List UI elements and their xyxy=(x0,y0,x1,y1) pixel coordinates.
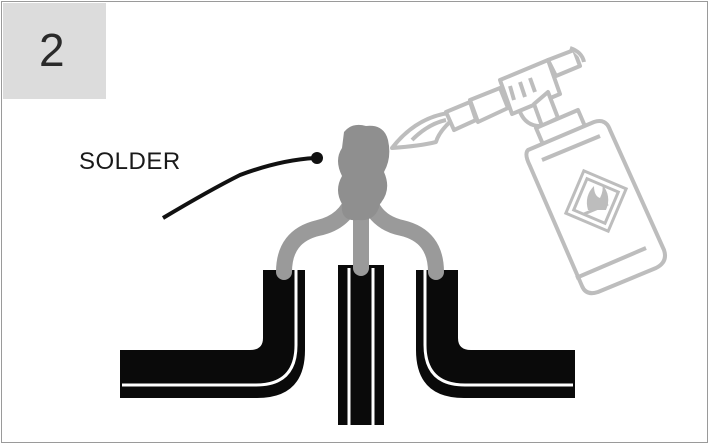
step-number-box: 2 xyxy=(3,3,106,99)
right-pipe xyxy=(416,270,575,398)
solder-wire xyxy=(161,152,323,220)
left-pipe xyxy=(120,270,305,398)
step-number: 2 xyxy=(39,24,65,76)
right-pipe-highlight xyxy=(423,270,573,387)
pipes xyxy=(120,265,575,425)
flammable-hazard-icon xyxy=(563,168,629,234)
solder-joint xyxy=(338,124,390,221)
solder-label: SOLDER xyxy=(79,148,181,175)
left-pipe-highlight xyxy=(122,270,298,387)
center-pipe xyxy=(338,265,384,425)
